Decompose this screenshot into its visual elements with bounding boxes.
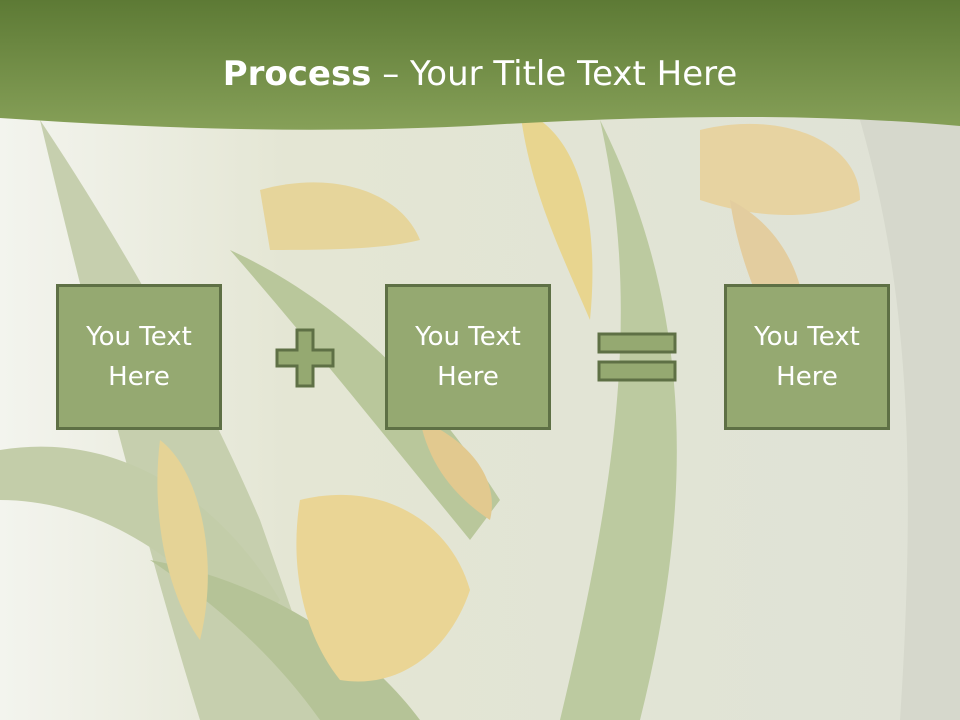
process-box-3[interactable]: You Text Here	[724, 284, 890, 430]
slide-title: Process – Your Title Text Here	[0, 52, 960, 96]
title-banner	[0, 0, 960, 130]
equals-icon	[597, 332, 677, 382]
title-rest-text: – Your Title Text Here	[371, 54, 738, 94]
process-box-3-text: You Text Here	[754, 322, 860, 392]
process-box-2[interactable]: You Text Here	[385, 284, 551, 430]
plus-icon	[275, 328, 335, 388]
process-box-1-text: You Text Here	[86, 322, 192, 392]
title-bold-text: Process	[222, 54, 372, 94]
process-box-1[interactable]: You Text Here	[56, 284, 222, 430]
process-box-2-text: You Text Here	[415, 322, 521, 392]
